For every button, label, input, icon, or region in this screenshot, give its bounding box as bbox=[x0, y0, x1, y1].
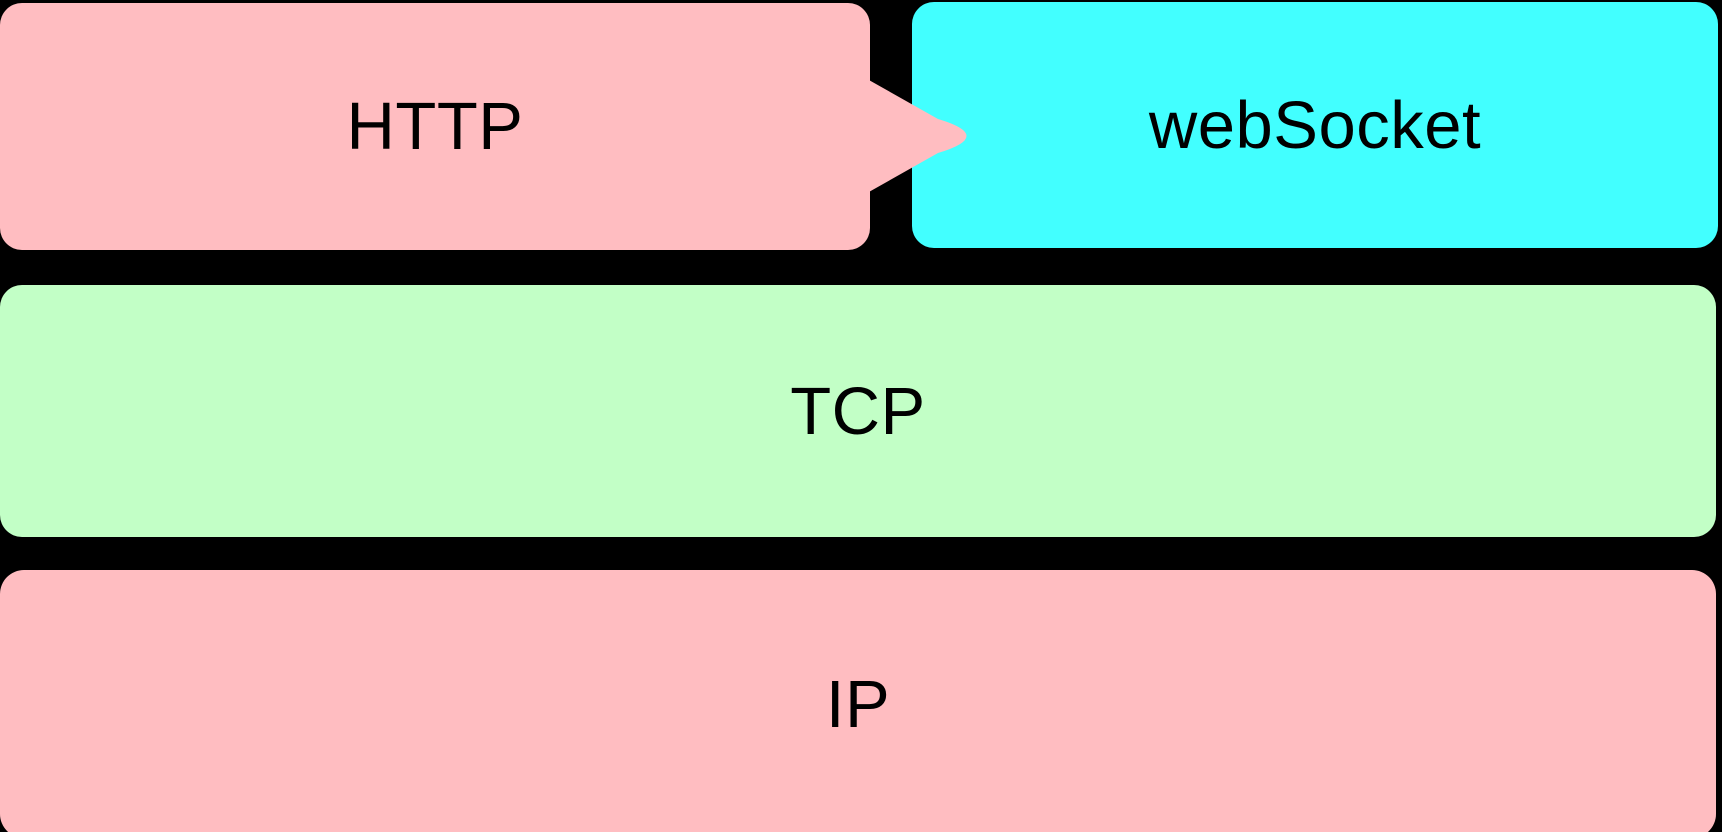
tcp-label: TCP bbox=[790, 373, 926, 449]
tcp-box: TCP bbox=[0, 285, 1716, 537]
arrow-pointer-shape bbox=[860, 75, 967, 197]
http-label: HTTP bbox=[346, 89, 524, 164]
websocket-label: webSocket bbox=[1148, 87, 1482, 163]
ip-box: IP bbox=[0, 570, 1716, 832]
http-box: HTTP bbox=[0, 3, 870, 250]
websocket-box: webSocket bbox=[912, 2, 1718, 248]
ip-label: IP bbox=[825, 666, 891, 742]
http-to-websocket-arrow bbox=[860, 75, 967, 197]
